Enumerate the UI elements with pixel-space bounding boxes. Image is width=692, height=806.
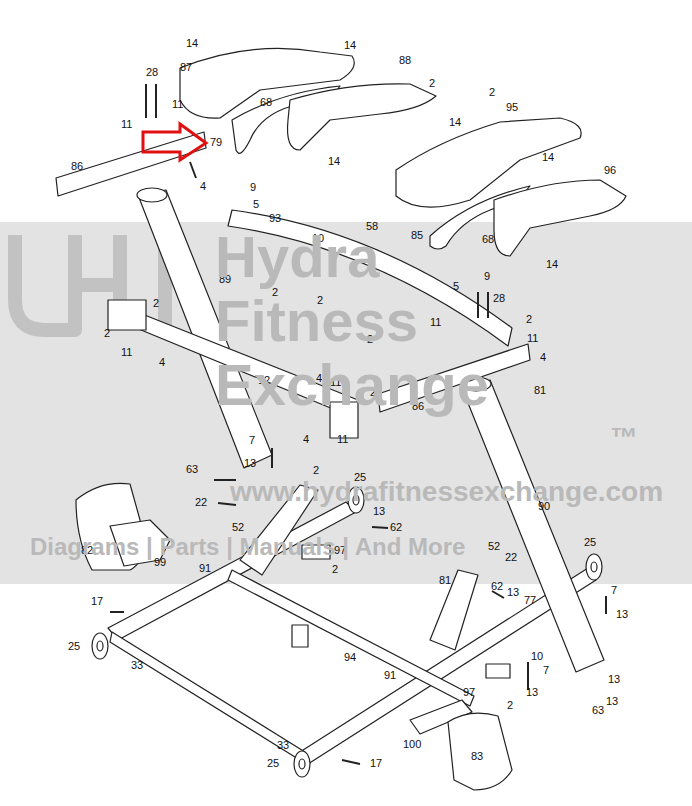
callout-number: 2 [526,313,532,325]
callout-number: 2 [313,464,319,476]
callout-number: 87 [180,61,192,73]
callout-number: 4 [540,351,546,363]
callout-number: 83 [471,750,483,762]
watermark-text: Fitness [215,292,418,350]
callout-number: 11 [121,346,132,358]
callout-number: 62 [491,580,503,592]
watermark-text: www.hydrafitnessexchange.com [230,478,663,506]
callout-number: 14 [546,258,558,270]
callout-number: 63 [186,463,198,475]
callout-number: 7 [543,664,549,676]
callout-number: 22 [505,551,517,563]
callout-number: 28 [493,292,505,304]
callout-number: 91 [384,669,396,681]
callout-number: 5 [453,280,459,292]
callout-number: 95 [506,101,518,113]
callout-number: 81 [439,574,451,586]
callout-number: 13 [244,457,256,469]
callout-number: 13 [608,673,620,685]
callout-number: 4 [159,356,165,368]
callout-number: 14 [449,116,461,128]
callout-number: 11 [172,98,183,110]
callout-number: 2 [489,86,495,98]
callout-number: 9 [250,181,256,193]
callout-number: 79 [210,136,222,148]
callout-number: 100 [403,738,421,750]
callout-number: 9 [484,270,490,282]
callout-number: 2 [332,563,338,575]
callout-number: 88 [399,54,411,66]
callout-number: 91 [199,562,211,574]
callout-number: 2 [429,77,435,89]
callout-number: 25 [267,757,279,769]
callout-number: 7 [249,434,255,446]
callout-number: 86 [71,160,83,172]
callout-number: 2 [507,699,513,711]
callout-number: 13 [616,608,628,620]
callout-number: 10 [531,650,543,662]
callout-number: 85 [411,229,423,241]
callout-number: 62 [390,521,402,533]
callout-number: 97 [463,686,475,698]
callout-number: 25 [68,640,80,652]
watermark-text: Exchange [215,356,489,414]
callout-number: 28 [146,66,158,78]
callout-number: 11 [337,433,348,445]
callout-number: 14 [542,151,554,163]
callout-number: 94 [344,651,356,663]
callout-number: 22 [195,496,207,508]
callout-number: 11 [430,316,441,328]
callout-number: 13 [373,505,385,517]
callout-number: 14 [344,39,356,51]
watermark-text: Hydra [215,228,379,286]
callout-number: 25 [584,536,596,548]
callout-number: 52 [232,521,244,533]
watermark-text: ™ [610,424,638,452]
callout-number: 33 [277,739,289,751]
callout-number: 14 [186,37,198,49]
callout-number: 13 [526,686,538,698]
callout-number: 17 [91,595,103,607]
callout-number: 14 [328,155,340,167]
callout-number: 93 [269,212,281,224]
callout-number: 7 [611,584,617,596]
callout-number: 5 [253,198,259,210]
callout-number: 77 [524,594,536,606]
callout-number: 2 [104,327,110,339]
callout-number: 63 [592,704,604,716]
callout-number: 13 [507,586,519,598]
callout-number: 96 [604,164,616,176]
callout-number: 13 [606,695,618,707]
callout-number: 68 [260,96,272,108]
callout-number: 4 [303,433,309,445]
callout-number: 68 [482,233,494,245]
callout-number: 11 [121,118,132,130]
callout-number: 2 [153,297,159,309]
callout-number: 81 [534,384,546,396]
callout-number: 17 [370,757,382,769]
callout-number: 11 [527,332,538,344]
watermark-text: Diagrams | Parts | Manuals | And More [30,535,465,559]
callout-number: 52 [488,540,500,552]
callout-number: 33 [131,659,143,671]
callout-number: 4 [200,180,206,192]
